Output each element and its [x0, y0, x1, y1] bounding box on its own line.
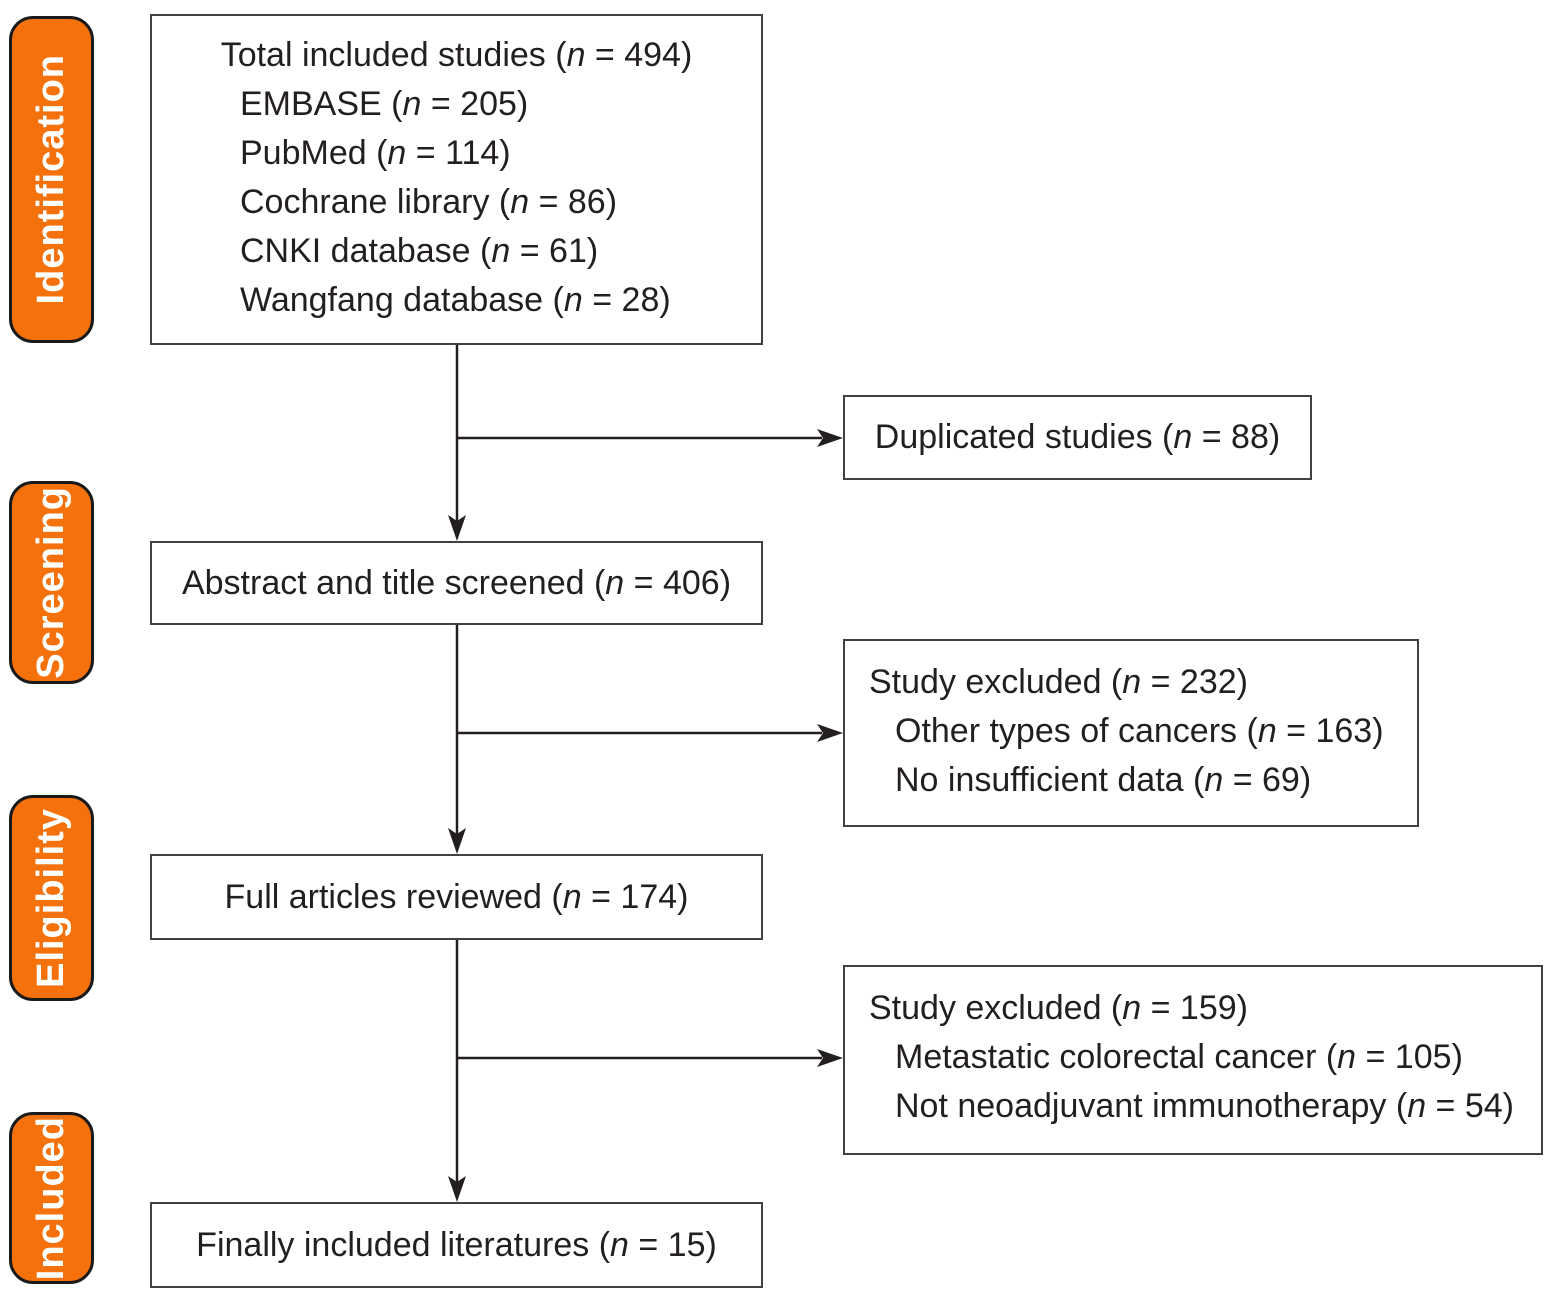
- stage-included-label: Included: [30, 1115, 72, 1281]
- box-abstract-title-screened: Abstract and title screened (n = 406): [150, 541, 763, 625]
- box-line: Study excluded (n = 232): [869, 663, 1248, 701]
- stage-eligibility-label: Eligibility: [30, 808, 72, 988]
- box-total-included-studies: Total included studies (n = 494) EMBASE …: [150, 14, 763, 345]
- stage-identification-label: Identification: [30, 54, 72, 305]
- box-line: Metastatic colorectal cancer (n = 105): [895, 1038, 1463, 1076]
- stage-screening-label: Screening: [30, 486, 72, 679]
- box-line: PubMed (n = 114): [240, 134, 511, 172]
- box-line: Other types of cancers (n = 163): [895, 712, 1384, 750]
- arrow-total-to-screened: [448, 345, 466, 541]
- stage-screening: Screening: [9, 481, 94, 684]
- box-line: Total included studies (n = 494): [220, 36, 693, 74]
- box-line: CNKI database (n = 61): [240, 232, 599, 270]
- stage-eligibility: Eligibility: [9, 795, 94, 1001]
- box-line: Study excluded (n = 159): [869, 989, 1248, 1027]
- box-line: Abstract and title screened (n = 406): [181, 563, 732, 602]
- stage-identification: Identification: [9, 16, 94, 343]
- box-line: Not neoadjuvant immunotherapy (n = 54): [895, 1087, 1514, 1125]
- box-study-excluded-eligibility: Study excluded (n = 159) Metastatic colo…: [843, 965, 1543, 1155]
- stage-included: Included: [9, 1112, 94, 1284]
- arrowhead-down-icon: [448, 828, 466, 854]
- box-duplicated-studies: Duplicated studies (n = 88): [843, 395, 1312, 480]
- box-line: Duplicated studies (n = 88): [874, 418, 1281, 456]
- arrowhead-down-icon: [448, 1176, 466, 1202]
- box-line: Finally included literatures (n = 15): [196, 1225, 717, 1264]
- arrowhead-right-icon: [817, 429, 843, 447]
- arrowhead-right-icon: [817, 724, 843, 742]
- box-line: Wangfang database (n = 28): [240, 281, 671, 319]
- box-line: No insufficient data (n = 69): [895, 761, 1312, 799]
- box-line: EMBASE (n = 205): [240, 85, 529, 123]
- arrow-to-duplicated: [457, 429, 843, 447]
- arrow-reviewed-to-included: [448, 940, 466, 1202]
- box-study-excluded-screening: Study excluded (n = 232) Other types of …: [843, 639, 1419, 827]
- box-full-articles-reviewed: Full articles reviewed (n = 174): [150, 854, 763, 940]
- box-line: Full articles reviewed (n = 174): [224, 877, 689, 916]
- arrow-to-excluded-eligibility: [457, 1049, 843, 1067]
- box-finally-included-literatures: Finally included literatures (n = 15): [150, 1202, 763, 1288]
- arrow-to-excluded-screening: [457, 724, 843, 742]
- arrowhead-right-icon: [817, 1049, 843, 1067]
- box-line: Cochrane library (n = 86): [240, 183, 618, 221]
- arrow-screened-to-reviewed: [448, 625, 466, 854]
- arrowhead-down-icon: [448, 515, 466, 541]
